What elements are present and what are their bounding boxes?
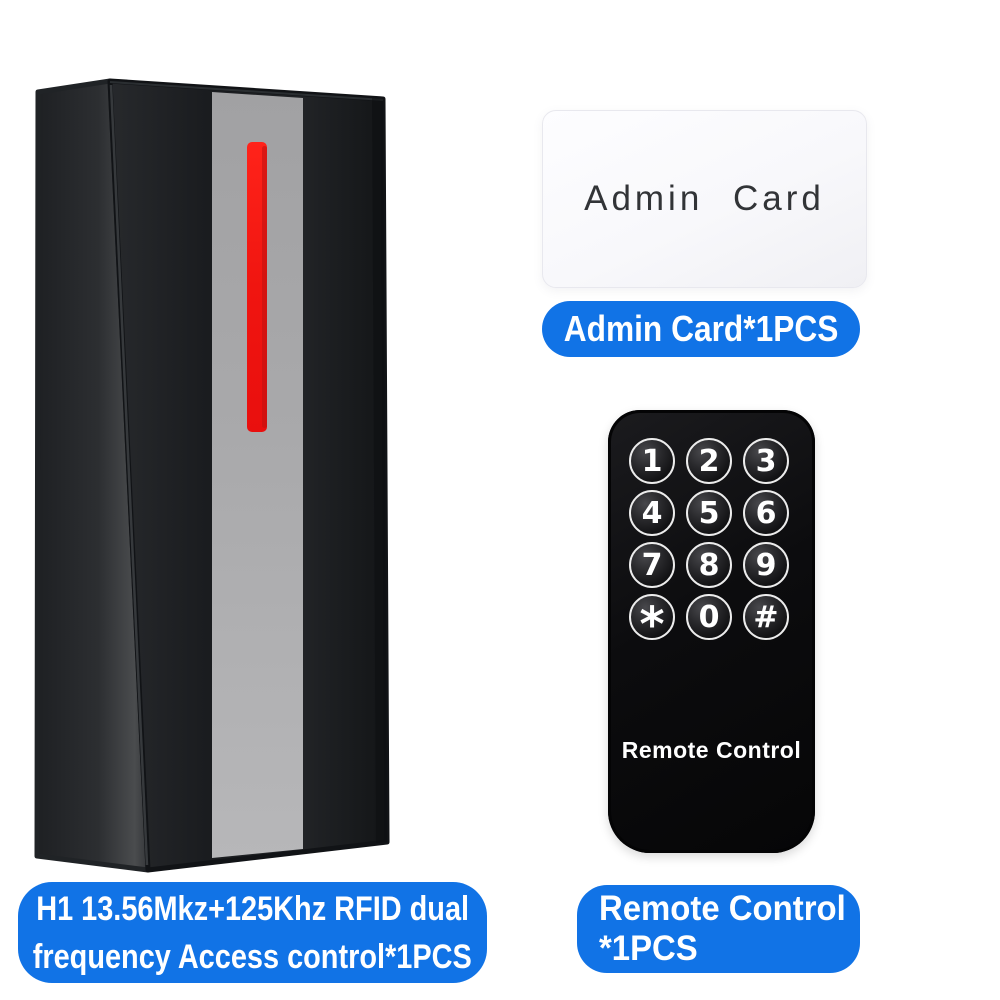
access-controller-label-line1: H1 13.56Mkz+125Khz RFID dual: [36, 889, 469, 928]
remote-printed-text: Remote Control: [621, 737, 802, 763]
remote-key-hash: #: [743, 594, 789, 640]
remote-control-label-line2: *1PCS: [599, 929, 698, 968]
admin-card-photo: Admin Card: [542, 110, 867, 288]
device-right-edge-shade: [372, 98, 387, 843]
remote-key-9: 9: [743, 542, 789, 588]
remote-key-8: 8: [686, 542, 732, 588]
remote-key-5: 5: [686, 490, 732, 536]
remote-key-0: 0: [686, 594, 732, 640]
access-controller-label: H1 13.56Mkz+125Khz RFID dual frequency A…: [18, 882, 487, 983]
remote-control-label-line1: Remote Control: [599, 889, 846, 928]
access-controller-photo: [34, 78, 390, 873]
remote-key-star: *: [629, 594, 675, 653]
remote-key-2: 2: [686, 438, 732, 484]
access-controller-label-line2: frequency Access control*1PCS: [32, 937, 473, 976]
remote-control-label: Remote Control *1PCS: [577, 885, 860, 973]
device-edge-highlight: [109, 84, 149, 866]
remote-key-7: 7: [629, 542, 675, 588]
remote-key-1: 1: [629, 438, 675, 484]
admin-card-printed-text: Admin Card: [584, 179, 825, 218]
remote-key-4: 4: [629, 490, 675, 536]
admin-card-label-text: Admin Card*1PCS: [563, 308, 839, 349]
led-shade: [262, 146, 267, 428]
device-top-edge: [109, 81, 384, 101]
device-gray-stripe: [212, 92, 303, 858]
remote-key-3: 3: [743, 438, 789, 484]
remote-key-6: 6: [743, 490, 789, 536]
admin-card-label: Admin Card*1PCS: [542, 301, 860, 357]
